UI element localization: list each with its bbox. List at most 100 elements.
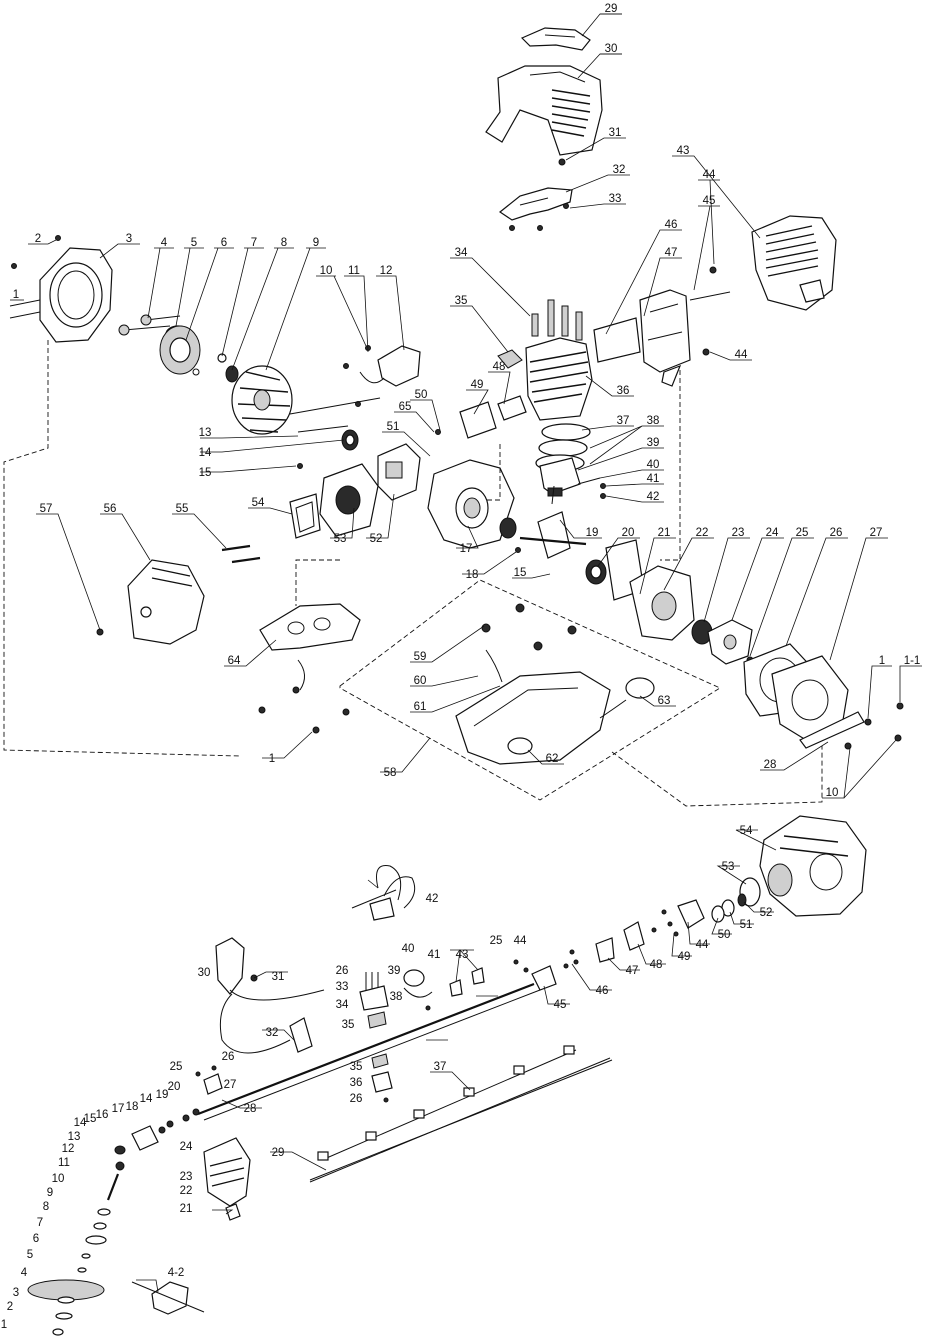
callout-l47: 47 — [626, 965, 639, 977]
callout-l12: 12 — [62, 1143, 75, 1155]
callout-l51: 51 — [740, 919, 753, 931]
callout-27: 27 — [870, 527, 883, 539]
callout-l42: 42 — [426, 893, 439, 905]
part-piston — [539, 457, 581, 497]
callout-1-1: 1-1 — [904, 655, 921, 667]
callout-46: 46 — [665, 219, 678, 231]
callout-l25b: 25 — [170, 1061, 183, 1073]
callout-9: 9 — [313, 237, 319, 249]
part-starter-pulley — [159, 325, 201, 375]
callout-23: 23 — [732, 527, 745, 539]
part-fuel-tank — [455, 671, 611, 765]
callout-30: 30 — [605, 43, 618, 55]
callout-6: 6 — [221, 237, 227, 249]
callout-31: 31 — [609, 127, 622, 139]
callout-48: 48 — [493, 361, 506, 373]
callout-l13: 13 — [68, 1131, 81, 1143]
callout-l54: 54 — [740, 825, 753, 837]
callout-l32: 32 — [266, 1027, 279, 1039]
callout-l25: 25 — [490, 935, 503, 947]
part-crankcase-half — [629, 565, 695, 641]
part-flywheel — [231, 365, 293, 435]
callout-39: 39 — [647, 437, 660, 449]
callout-l19: 19 — [156, 1089, 169, 1101]
callout-l45: 45 — [554, 999, 567, 1011]
part-carburetor — [377, 443, 421, 501]
callout-26: 26 — [830, 527, 843, 539]
callout-11: 11 — [348, 265, 360, 277]
callout-19: 19 — [586, 527, 599, 539]
callout-43: 43 — [677, 145, 690, 157]
callout-25: 25 — [796, 527, 809, 539]
leader-lines — [10, 13, 922, 1293]
callout-l38: 38 — [390, 991, 403, 1003]
callout-l24: 24 — [180, 1141, 193, 1153]
part-clutch — [707, 619, 753, 665]
callout-64: 64 — [228, 655, 241, 667]
callout-l8: 8 — [43, 1201, 49, 1213]
part-air-filter-base — [319, 463, 379, 537]
callout-10b: 10 — [826, 787, 839, 799]
callout-60: 60 — [414, 675, 427, 687]
part-blade-guard — [203, 1137, 251, 1207]
callout-l31: 31 — [272, 971, 285, 983]
callout-21: 21 — [658, 527, 671, 539]
callout-38: 38 — [647, 415, 660, 427]
part-gearhead — [131, 1125, 159, 1151]
part-air-filter-cover — [127, 559, 205, 645]
callout-l35b: 35 — [350, 1061, 363, 1073]
callout-l22: 22 — [180, 1185, 193, 1197]
callout-l3: 3 — [13, 1287, 19, 1299]
callout-8: 8 — [281, 237, 287, 249]
callout-l44a: 44 — [696, 939, 709, 951]
callout-l29: 29 — [272, 1147, 285, 1159]
callout-61: 61 — [414, 701, 427, 713]
callout-l23: 23 — [180, 1171, 193, 1183]
callout-56: 56 — [104, 503, 117, 515]
callout-37: 37 — [617, 415, 630, 427]
callout-34: 34 — [455, 247, 468, 259]
callout-42: 42 — [647, 491, 660, 503]
callout-l1: 1 — [1, 1319, 7, 1331]
callout-5: 5 — [191, 237, 197, 249]
callout-15b: 15 — [514, 567, 527, 579]
part-top-cover — [520, 27, 591, 51]
callout-l36: 36 — [350, 1077, 363, 1089]
callout-l20: 20 — [168, 1081, 181, 1093]
callout-l21: 21 — [180, 1203, 193, 1215]
callout-58: 58 — [384, 767, 397, 779]
callout-63: 63 — [658, 695, 671, 707]
part-shoulder-strap — [351, 864, 416, 921]
callout-l40: 40 — [402, 943, 415, 955]
callout-57: 57 — [40, 503, 53, 515]
callout-l17: 17 — [112, 1103, 125, 1115]
callout-l15: 15 — [84, 1113, 97, 1125]
part-muffler-cover — [751, 215, 837, 311]
callout-1c: 1 — [269, 753, 275, 765]
callout-65: 65 — [399, 401, 412, 413]
callout-l26a: 26 — [336, 965, 349, 977]
callout-l33: 33 — [336, 981, 349, 993]
callout-17: 17 — [460, 543, 473, 555]
part-deflector — [498, 187, 573, 221]
part-starter-housing — [39, 247, 113, 343]
callout-l7: 7 — [37, 1217, 43, 1229]
callout-22: 22 — [696, 527, 709, 539]
callout-l9: 9 — [47, 1187, 53, 1199]
callout-18: 18 — [466, 569, 479, 581]
callout-33: 33 — [609, 193, 622, 205]
callout-44a: 44 — [703, 169, 716, 181]
callout-underlines — [600, 13, 622, 55]
callout-2: 2 — [35, 233, 41, 245]
callout-15a: 15 — [199, 467, 212, 479]
callout-l26c: 26 — [222, 1051, 235, 1063]
callout-52: 52 — [370, 533, 383, 545]
callout-54: 54 — [252, 497, 265, 509]
callout-l16: 16 — [96, 1109, 109, 1121]
part-drive-shaft-liner — [317, 1045, 577, 1161]
callout-l43: 43 — [456, 949, 469, 961]
callout-12: 12 — [380, 265, 393, 277]
callout-1a: 1 — [13, 289, 19, 301]
callout-13: 13 — [199, 427, 212, 439]
callout-l14a: 14 — [140, 1093, 153, 1105]
